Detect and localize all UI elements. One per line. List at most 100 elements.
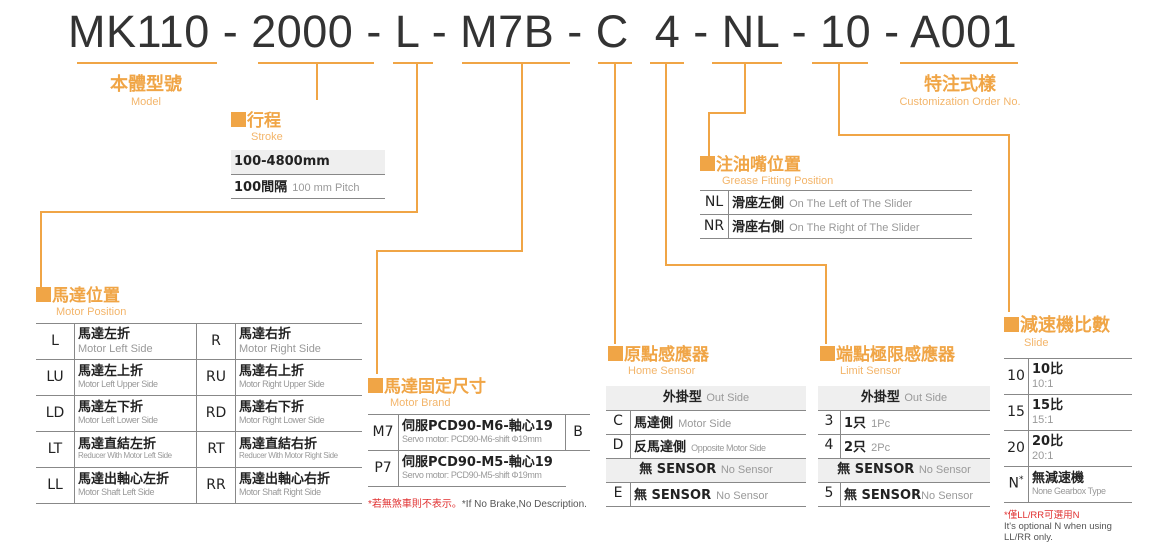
connector <box>1008 134 1010 312</box>
slide-note-en1: It's optional N when using <box>1004 521 1112 532</box>
home-title: 原點感應器 <box>624 345 709 365</box>
limit-code: 3 <box>818 410 841 435</box>
brand-note: *若無煞車則不表示。*If No Brake,No Description. <box>368 495 587 510</box>
table-row: 外掛型 Out Side <box>606 386 806 411</box>
home-zh: 反馬達側 <box>634 439 687 455</box>
table-row: 無 SENSOR No Sensor <box>606 458 806 483</box>
connector <box>316 62 318 100</box>
home-desc: 馬達側 Motor Side <box>630 410 806 435</box>
limit-none: 無 SENSOR No Sensor <box>818 458 990 483</box>
motor-pos-code: LD <box>36 395 75 432</box>
slide-zh: 20比 <box>1032 434 1064 450</box>
brand-note-zh: *若無煞車則不表示。 <box>368 499 462 510</box>
brand-en: Servo motor: PCD90-M6-shift Φ19mm <box>402 433 542 444</box>
grease-en: On The Left of The Slider <box>789 198 913 211</box>
slide-code: 15 <box>1004 394 1029 431</box>
motor-pos-en: Reducer With Motor Right Side <box>239 451 338 461</box>
table-row: 無 SENSOR No Sensor <box>818 458 990 483</box>
home-none-en: No Sensor <box>720 463 773 476</box>
limit-en: 1Pc <box>871 417 891 430</box>
motor-pos-en: Motor Left Upper Side <box>78 378 158 389</box>
motor-pos-zh: 馬達左折 <box>78 327 131 343</box>
motor-pos-zh: 馬達出軸心右折 <box>239 472 331 488</box>
custom-block: 特注式樣 Customization Order No. <box>880 70 1040 108</box>
slide-code: 10 <box>1004 358 1029 395</box>
brand-sub: Motor Brand <box>390 397 451 409</box>
slide-header: 減速機比數 Slide <box>1004 311 1110 349</box>
motor-pos-zh: 馬達右下折 <box>239 400 305 416</box>
motor-pos-code: LL <box>36 467 75 504</box>
slide-note: *僅LL/RR可選用N It's optional N when using L… <box>1004 510 1112 543</box>
slide-code: N <box>1008 476 1019 493</box>
limit-zh: 1只 <box>844 415 867 431</box>
motor-pos-en: Motor Right Side <box>239 342 321 355</box>
model-sub: Model <box>131 96 161 108</box>
brand-note-en: *If No Brake,No Description. <box>461 499 587 510</box>
limit-code: 4 <box>818 434 841 459</box>
home-code: D <box>606 434 631 459</box>
limit-hdr: 外掛型 Out Side <box>818 386 990 411</box>
square-bullet-icon <box>820 346 835 361</box>
connector <box>838 62 840 136</box>
table-row: D 反馬達側 Opposite Motor Side <box>606 434 806 459</box>
motor-pos-code: LT <box>36 431 75 468</box>
brand-en: Servo motor: PCD90-M5-shift Φ19mm <box>402 469 542 480</box>
grease-title: 注油嘴位置 <box>716 155 801 175</box>
connector <box>521 62 523 252</box>
square-bullet-icon <box>368 378 383 393</box>
home-en: No Sensor <box>716 489 769 502</box>
motor-pos-code: L <box>36 323 75 360</box>
motor-pos-zh: 馬達直結右折 <box>239 436 318 452</box>
home-header: 原點感應器 Home Sensor <box>608 340 709 377</box>
table-row: NR 滑座右側 On The Right of The Slider <box>700 214 972 239</box>
limit-zh: 2只 <box>844 439 867 455</box>
grease-table: NL 滑座左側 On The Left of The Slider NR 滑座右… <box>700 190 972 239</box>
home-code: C <box>606 410 631 435</box>
home-desc: 反馬達側 Opposite Motor Side <box>630 434 806 459</box>
slide-code-cell: N* <box>1004 466 1029 503</box>
motor-pos-en: Motor Shaft Left Side <box>78 486 155 497</box>
motor-pos-en: Motor Left Lower Side <box>78 414 158 425</box>
brand-title: 馬達固定尺寸 <box>384 377 486 397</box>
motor-pos-en: Motor Right Upper Side <box>239 378 325 389</box>
stroke-row-pitch: 100間隔 100 mm Pitch <box>231 174 385 199</box>
grease-desc: 滑座左側 On The Left of The Slider <box>728 190 972 215</box>
home-zh: 馬達側 <box>634 415 674 431</box>
connector <box>825 264 827 344</box>
limit-en: No Sensor <box>921 489 974 502</box>
slide-en: None Gearbox Type <box>1032 485 1106 496</box>
home-sub: Home Sensor <box>628 365 696 377</box>
underline-grease <box>712 62 782 64</box>
motor-pos-sub: Motor Position <box>56 306 127 318</box>
motor-pos-title: 馬達位置 <box>52 286 120 306</box>
home-hdr-en: Out Side <box>706 391 750 404</box>
brand-zh: 伺服PCD90-M5-軸心19 <box>402 455 553 471</box>
connector <box>744 62 746 114</box>
home-hdr-zh: 外掛型 <box>662 389 702 405</box>
connector <box>708 112 710 156</box>
slide-code: 20 <box>1004 430 1029 467</box>
limit-desc: 2只 2Pc <box>840 434 990 459</box>
home-desc: 無 SENSOR No Sensor <box>630 482 806 507</box>
brand-zh: 伺服PCD90-M6-軸心19 <box>402 419 553 435</box>
table-row: 外掛型 Out Side <box>818 386 990 411</box>
stroke-row-range: 100-4800mm <box>231 150 385 175</box>
slide-sub: Slide <box>1024 337 1049 349</box>
slide-note-zh: *僅LL/RR可選用N <box>1004 510 1080 521</box>
motor-pos-code: RU <box>196 359 236 396</box>
slide-zh: 無減速機 <box>1032 471 1085 487</box>
slide-note-en2: LL/RR only. <box>1004 532 1053 543</box>
